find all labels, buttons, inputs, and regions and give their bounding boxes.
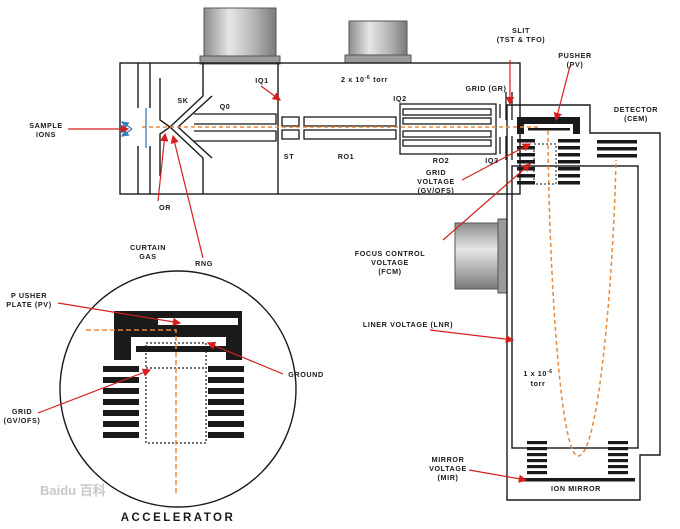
slit-label-2: (TST & TFO) <box>497 35 546 44</box>
pressure-tof-label: 1 x 10-6 <box>523 369 552 378</box>
detector-label: DETECTOR <box>614 105 658 114</box>
st-label: ST <box>284 152 294 161</box>
grid-voltage-label: GRID <box>426 168 446 177</box>
ion-mirror-label: ION MIRROR <box>551 484 601 493</box>
ro1-rods <box>303 116 397 140</box>
pointer-lines <box>68 60 571 483</box>
curtain-gas-label-2: GAS <box>139 252 156 261</box>
sample-ions-label: SAMPLE <box>29 121 63 130</box>
focus-control-label: FOCUS CONTROL <box>355 249 426 258</box>
ion-mirror <box>520 441 635 482</box>
slit-grid-plates <box>505 92 513 160</box>
pusher-label-2: (PV) <box>567 60 584 69</box>
focus-control-label-3: (FCM) <box>378 267 401 276</box>
iq3-label: IQ3 <box>485 156 498 165</box>
grid-voltage-label-3: (GV/OFS) <box>418 186 455 195</box>
grid-inset-label: GRID <box>12 407 32 416</box>
iq1-label: IQ1 <box>255 76 268 85</box>
st-lens <box>281 116 300 140</box>
mirror-voltage-label-2: VOLTAGE <box>429 464 467 473</box>
watermark: Baidu 百科 <box>40 483 106 498</box>
grid-voltage-label-2: VOLTAGE <box>417 177 455 186</box>
accelerator-title: ACCELERATOR <box>121 512 236 524</box>
iq2-label: IQ2 <box>393 94 406 103</box>
pusher-plate-label: P USHER <box>11 291 47 300</box>
ground-label: GROUND <box>288 370 324 379</box>
turbo-pump-top-left <box>199 7 281 65</box>
q0-rods <box>194 113 277 142</box>
pressure-tof-unit: torr <box>531 379 546 388</box>
curtain-gas-label: CURTAIN <box>130 243 166 252</box>
accelerator-inset <box>59 270 297 508</box>
q0-label: Q0 <box>220 102 231 111</box>
ion-spray-arrows <box>120 108 147 148</box>
grid-gr-label: GRID (GR) <box>466 84 507 93</box>
turbo-pump-side <box>454 218 508 294</box>
mirror-voltage-label-3: (MIR) <box>438 473 459 482</box>
sample-ions-label-2: IONS <box>36 130 56 139</box>
mirror-voltage-label: MIRROR <box>432 455 465 464</box>
focus-control-label-2: VOLTAGE <box>371 258 409 267</box>
turbo-pump-top-right <box>344 20 412 64</box>
ro2-collision-cell <box>399 103 501 155</box>
ion-path <box>142 126 617 457</box>
tof-flight-tube <box>506 104 661 501</box>
slit-label: SLIT <box>512 26 530 35</box>
accelerator-region-outline <box>533 143 557 185</box>
rng-label: RNG <box>195 259 213 268</box>
ro2-label: RO2 <box>433 156 450 165</box>
pusher-label: PUSHER <box>558 51 592 60</box>
inset-pointer-lines <box>37 302 284 414</box>
sk-label: SK <box>177 96 188 105</box>
pusher-plate-label-2: PLATE (PV) <box>6 300 51 309</box>
main-chamber <box>119 62 521 195</box>
or-label: OR <box>159 203 171 212</box>
ro1-label: RO1 <box>338 152 355 161</box>
grid-inset-label-2: (GV/OFS) <box>4 416 41 425</box>
liner-voltage-label: LINER VOLTAGE (LNR) <box>363 320 453 329</box>
detector-cem <box>597 140 637 158</box>
detector-label-2: (CEM) <box>624 114 648 123</box>
